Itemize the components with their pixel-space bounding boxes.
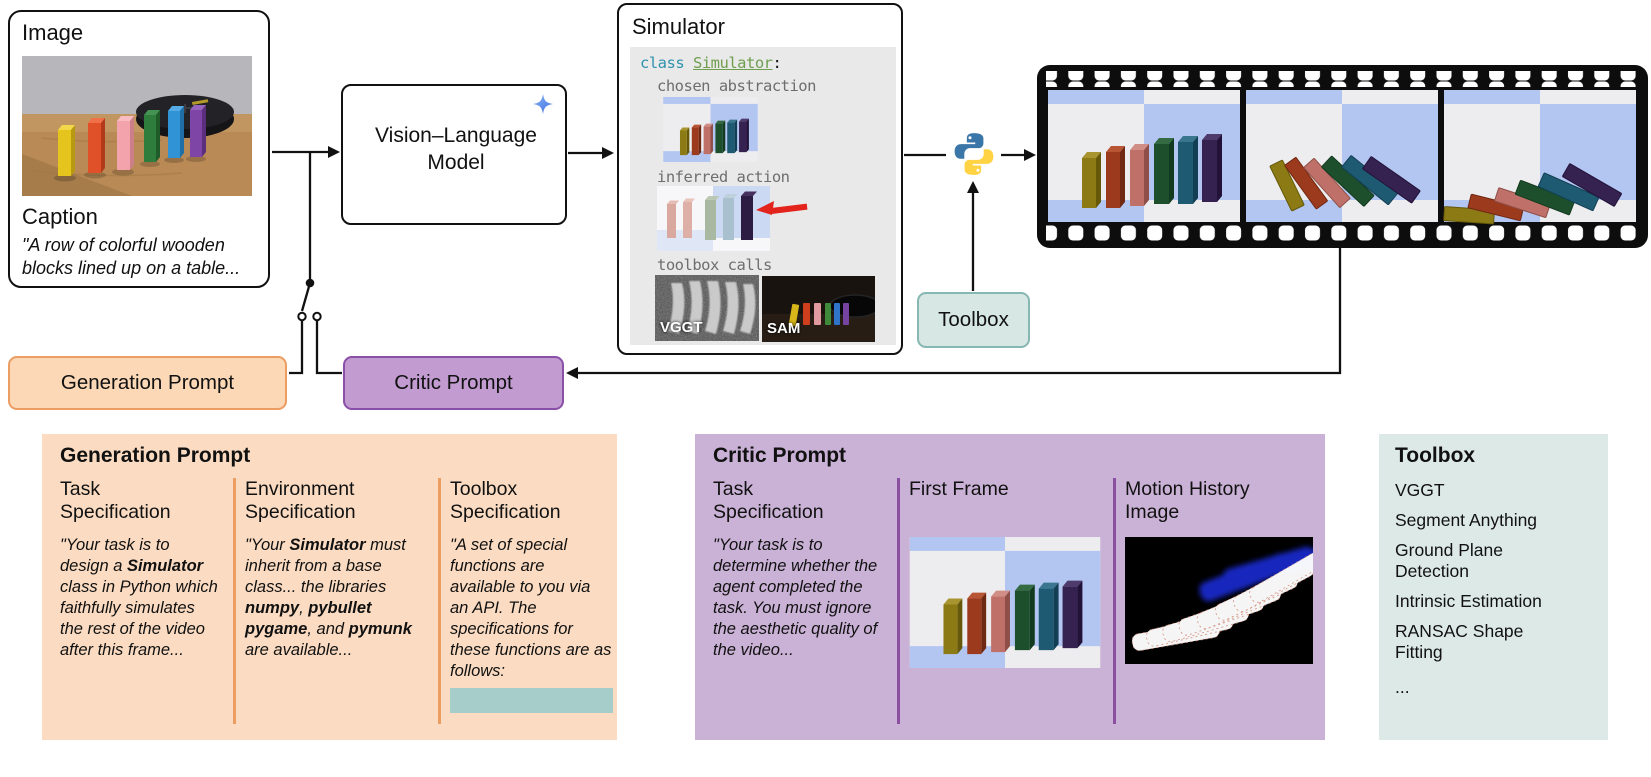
critic-col-first-frame: First Frame — [909, 478, 1101, 673]
vggt-label: VGGT — [660, 319, 703, 336]
arrowhead — [602, 147, 614, 159]
image-caption-box: Image — [8, 10, 270, 288]
toolbox-item: Intrinsic Estimation — [1395, 591, 1542, 611]
code-snippet: class Simulator: — [640, 54, 782, 72]
inferred-action-image — [657, 186, 808, 251]
column-heading: Toolbox Specification — [450, 478, 561, 523]
generation-col-toolbox: Toolbox Specification "A set of special … — [450, 478, 613, 713]
column-heading: Task Specification — [60, 478, 171, 523]
simulator-title: Simulator — [632, 14, 725, 39]
divider — [897, 478, 900, 724]
toolbox-panel-title: Toolbox — [1395, 444, 1476, 467]
column-heading: Environment Specification — [245, 478, 356, 523]
toolbox-panel: Toolbox VGGT Segment Anything Ground Pla… — [1379, 434, 1608, 740]
toolbox-item-list: VGGT Segment Anything Ground Plane Detec… — [1395, 480, 1560, 707]
switch-to-critic-line — [315, 320, 342, 375]
generation-panel: Generation Prompt Task Specification "Yo… — [42, 434, 617, 740]
switch-pivot-dot — [305, 278, 315, 288]
chosen-abstraction-label: chosen abstraction — [657, 77, 816, 95]
arrowhead — [566, 367, 578, 379]
generation-col-environment: Environment Specification "Your Simulato… — [245, 478, 426, 661]
switch-lever — [300, 282, 312, 312]
toolbox-item: VGGT — [1395, 480, 1445, 500]
film-sprockets-top — [1046, 71, 1640, 87]
switch-terminal-generation — [297, 311, 307, 322]
switch-to-generation-line — [289, 320, 304, 375]
film-frame-1 — [1048, 90, 1240, 222]
divider — [1113, 478, 1116, 724]
vggt-image — [655, 275, 759, 341]
column-heading: First Frame — [909, 478, 1009, 500]
generation-panel-title: Generation Prompt — [60, 444, 251, 467]
code-keyword: class — [640, 54, 685, 72]
film-frame-3 — [1443, 90, 1636, 225]
critic-panel: Critic Prompt Task Specification "Your t… — [695, 434, 1328, 740]
vlm-box: Vision–Language Model — [341, 84, 567, 225]
toolbox-calls-label: toolbox calls — [657, 256, 772, 274]
caption-text: "A row of colorful wooden blocks lined u… — [22, 235, 241, 278]
critic-prompt-node: Critic Prompt — [343, 356, 564, 410]
sam-image — [762, 276, 875, 342]
column-body: "A set of special functions are availabl… — [450, 536, 612, 680]
critic-prompt-node-label: Critic Prompt — [394, 371, 513, 394]
toolbox-node-label: Toolbox — [938, 308, 1009, 331]
red-arrow-icon — [756, 201, 808, 215]
film-frame-2 — [1246, 90, 1438, 222]
critic-panel-title: Critic Prompt — [713, 444, 847, 467]
arrowhead — [328, 146, 340, 158]
column-body: "Your Simulator must inherit from a base… — [245, 536, 412, 659]
critic-col-motion-history: Motion History Image — [1125, 478, 1328, 669]
code-punct: : — [772, 54, 782, 72]
generation-prompt-node-label: Generation Prompt — [60, 371, 235, 394]
arrowhead — [967, 181, 979, 193]
api-spec-highlight-bar — [450, 688, 613, 713]
generation-col-task: Task Specification "Your task is to desi… — [60, 478, 220, 661]
film-strip — [1037, 65, 1648, 248]
inferred-action-label: inferred action — [657, 168, 790, 186]
toolbox-item: RANSAC Shape Fitting — [1395, 621, 1524, 662]
input-photo — [22, 56, 252, 196]
simulator-code-panel: class Simulator: chosen abstraction infe… — [630, 47, 896, 345]
photo-blocks — [54, 105, 206, 182]
caption-title: Caption — [22, 204, 98, 229]
toolbox-item: Segment Anything — [1395, 510, 1538, 530]
code-class-name: Simulator — [693, 54, 773, 72]
column-heading: Motion History Image — [1125, 478, 1250, 523]
sparkle-icon — [533, 94, 553, 114]
column-heading: Task Specification — [713, 478, 824, 523]
switch-terminal-critic — [312, 311, 322, 322]
first-frame-image — [909, 537, 1101, 668]
column-body: "Your task is to determine whether the a… — [713, 536, 878, 659]
vlm-label: Vision–Language Model — [375, 124, 537, 174]
toolbox-node: Toolbox — [917, 292, 1030, 348]
toolbox-item: ... — [1395, 677, 1410, 697]
simulator-box: Simulator class Simulator: chosen abstra… — [617, 3, 903, 355]
sam-label: SAM — [767, 320, 801, 337]
generation-prompt-node: Generation Prompt — [8, 356, 287, 410]
divider — [438, 478, 441, 724]
chosen-abstraction-image — [663, 97, 758, 162]
arrowhead — [1024, 149, 1036, 161]
feedback-line-video-to-critic — [576, 248, 1342, 375]
pale-blocks — [667, 191, 757, 240]
film-sprockets-bottom — [1046, 225, 1640, 241]
column-body: "Your task is to design a Simulator clas… — [60, 536, 218, 659]
python-icon — [954, 133, 994, 175]
divider — [233, 478, 236, 724]
image-title: Image — [22, 20, 84, 45]
motion-history-image — [1125, 537, 1328, 664]
critic-col-task: Task Specification "Your task is to dete… — [713, 478, 889, 661]
toolbox-item: Ground Plane Detection — [1395, 540, 1503, 581]
